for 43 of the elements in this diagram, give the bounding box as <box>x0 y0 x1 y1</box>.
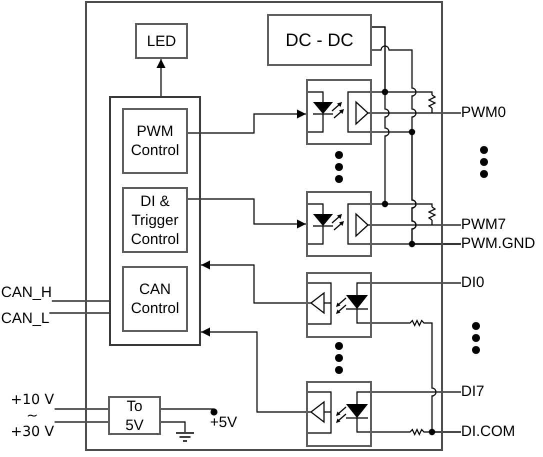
process-box <box>122 108 188 174</box>
process-box <box>135 23 188 59</box>
process-box <box>108 396 161 435</box>
box-label: DC - DC <box>286 30 354 50</box>
wire <box>372 243 461 245</box>
box-label: LED <box>146 32 176 50</box>
process-box <box>267 14 372 66</box>
process-box <box>122 187 188 253</box>
wire <box>372 282 461 284</box>
wire <box>49 312 109 314</box>
controller-box <box>109 96 201 346</box>
terminal-label: +10 V ~ +30 V <box>10 392 55 440</box>
terminal-label: DI.COM <box>461 423 516 441</box>
box-label: PWM Control <box>130 122 180 160</box>
box-label: To 5V <box>124 396 145 434</box>
box-label: DI & Trigger Control <box>130 192 180 248</box>
box-label: CAN Control <box>130 280 180 318</box>
terminal-label: PWM0 <box>461 104 506 122</box>
terminal-label: +5V <box>210 412 238 434</box>
arrow <box>156 59 166 96</box>
terminal-label: PWM7 <box>461 216 506 234</box>
wire <box>372 391 461 393</box>
terminal-label: DI0 <box>461 274 484 292</box>
terminal-label: CAN_L <box>1 310 50 328</box>
wire <box>52 300 109 302</box>
terminal-label: CAN_H <box>1 284 52 302</box>
wire <box>54 408 108 410</box>
arrow <box>201 328 306 413</box>
wire <box>372 428 461 436</box>
wire <box>372 112 461 114</box>
wire <box>372 26 390 205</box>
ground-symbol <box>176 432 194 442</box>
terminal-label: DI7 <box>461 383 484 401</box>
process-box <box>122 266 188 332</box>
module-frame <box>85 1 443 451</box>
wire <box>161 408 218 416</box>
wire <box>54 421 108 423</box>
wire <box>161 421 186 432</box>
wire <box>372 224 461 226</box>
arrow <box>201 260 306 304</box>
terminal-label: PWM.GND <box>461 235 536 253</box>
arrow <box>188 198 306 228</box>
arrow <box>188 110 306 134</box>
